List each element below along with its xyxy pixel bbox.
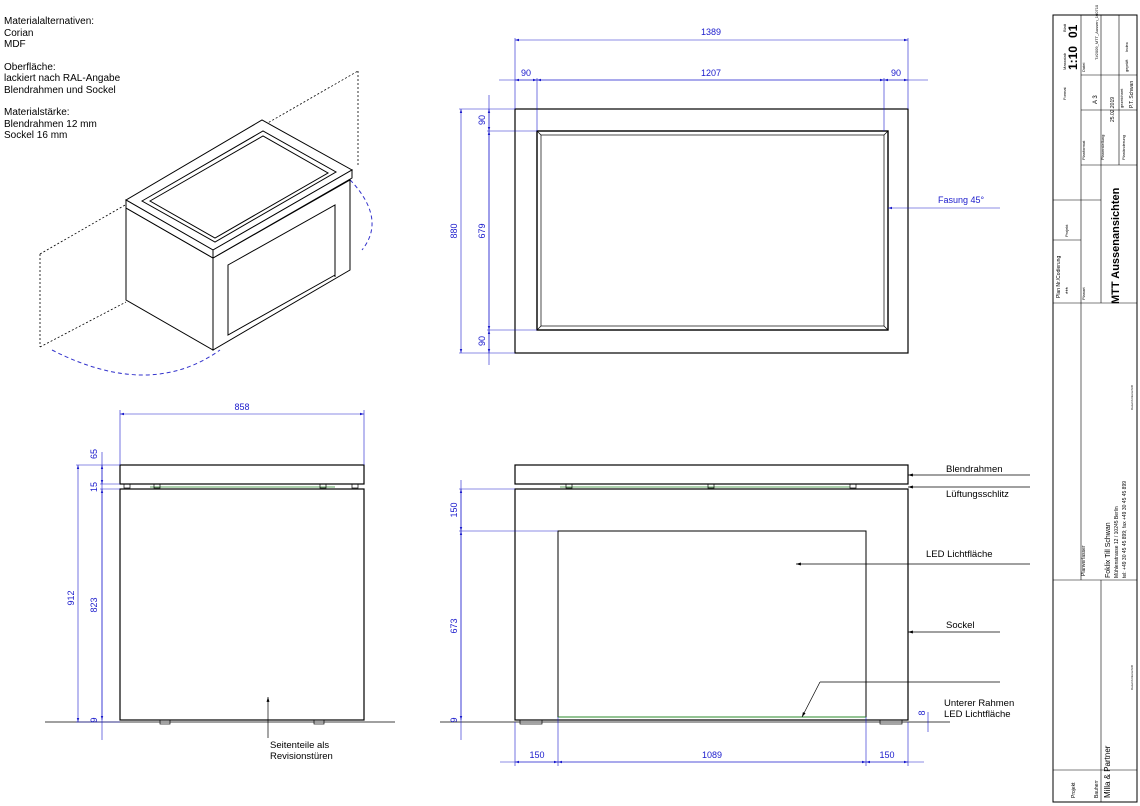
tb-sheet: 01 [1066,24,1080,38]
dim-front-mid: 1089 [702,750,722,760]
tb-company: Foklix Till Schwan [1105,522,1112,578]
dim-top-height-2: 679 [477,223,487,238]
isometric-view [39,70,373,376]
dim-side-frame: 65 [89,449,99,459]
dim-front-foot: 9 [449,717,459,722]
tb-phone: tel: +49 30 45 45 899; fax +49 30 45 45 … [1122,481,1128,578]
surface-line-1: lackiert nach RAL-Angabe [4,73,121,84]
label-frame: Blendrahmen [946,464,1003,475]
tb-plantype-label: Planart [1081,286,1086,300]
tb-projekt-label: Projekt [1064,224,1069,237]
tb-change-label: Planänderung [1121,135,1126,160]
title-block: 1:10 01 Massstab Blatt Datei T#2009_MTT_… [1052,4,1138,803]
dim-side-base: 823 [89,597,99,612]
dim-front-top: 150 [449,502,459,517]
tb-client-label: Bauherr [1094,780,1100,798]
dim-side-total: 912 [66,590,76,605]
tb-plan-title: MTT Aussenansichten [1110,187,1122,304]
tb-sign-2: Datum/Unterschrift [1130,665,1134,690]
dim-side-foot: 9 [89,717,99,722]
surface-line-2: Blendrahmen und Sockel [4,84,116,96]
tb-plan-nr: *** [1066,286,1072,294]
tb-file: T#2009_MTT_Aussen_100710 [1094,4,1099,60]
dim-top-right: 90 [891,68,901,78]
dim-top-total: 1389 [701,27,721,37]
tb-sign-1: Datum/Unterschrift [1130,385,1134,410]
tb-format: A 3 [1093,95,1099,104]
side-view: 858 912 65 15 823 9 Seitenteile als Revi… [45,402,395,762]
dim-top-height-total: 880 [449,223,459,238]
tb-address: Mühlenstrasse 12 / 10245 Berlin [1114,506,1120,578]
tb-format-label: Format [1062,86,1067,100]
tb-project-label: Projekt [1071,782,1077,798]
dim-front-lower: 8 [917,710,927,715]
material-option-1: Corian [4,27,34,39]
tb-client: Milla & Partner [1103,745,1112,798]
tb-date: 25.02.2019 [1110,97,1116,122]
label-lower-2: LED Lichtfläche [944,709,1011,720]
tb-created-label: Planerstellung [1100,135,1105,160]
thickness-line-1: Blendrahmen 12 mm [4,118,97,130]
tb-date-label: Datei [1081,63,1086,72]
tb-drawn-label: gezeichnet [1119,88,1124,108]
surface-heading: Oberfläche: [4,61,56,73]
tb-drawn: P.T. Schwan [1129,81,1135,108]
label-base: Sockel [946,620,975,631]
tb-index-label: Index [1124,42,1129,52]
label-led: LED Lichtfläche [926,549,993,560]
dim-side-width: 858 [234,402,249,412]
thickness-line-2: Sockel 16 mm [4,130,68,141]
front-view: 150 673 9 150 1089 150 8 Blendrahmen Lüf… [440,464,1030,766]
label-side-panels-2: Revisionstüren [270,751,333,762]
tb-plan-nr-label: Plan Nr./Codierung [1056,256,1062,298]
dim-top-left: 90 [521,68,531,78]
label-lower-1: Unterer Rahmen [944,698,1014,709]
material-notes: Materialalternativen: Corian MDF Oberflä… [4,16,120,142]
tb-planung-label: Planverfasser [1081,545,1087,576]
dim-side-gap: 15 [89,482,99,492]
label-vent: Lüftungsschlitz [946,489,1009,500]
tb-checked-label: geprüft [1124,59,1129,72]
dim-top-mid: 1207 [701,68,721,78]
dim-top-height-1: 90 [477,115,487,125]
tb-scale: 1:10 [1066,46,1080,70]
tb-scale-label: Massstab [1062,52,1067,70]
material-heading: Materialalternativen: [4,16,95,27]
dim-front-right: 150 [879,750,894,760]
dim-front-left: 150 [529,750,544,760]
label-bevel: Fasung 45° [938,195,985,205]
dim-top-height-3: 90 [477,336,487,346]
top-view: 1389 90 1207 90 880 90 679 90 Fasung 45° [449,27,1000,365]
tb-sheet-label: Blatt [1062,23,1067,32]
material-option-2: MDF [4,39,26,50]
thickness-heading: Materialstärke: [4,107,70,118]
dim-front-light: 673 [449,618,459,633]
label-side-panels: Seitenteile als [270,740,329,751]
tb-planformat-label: Planformat [1081,140,1086,160]
